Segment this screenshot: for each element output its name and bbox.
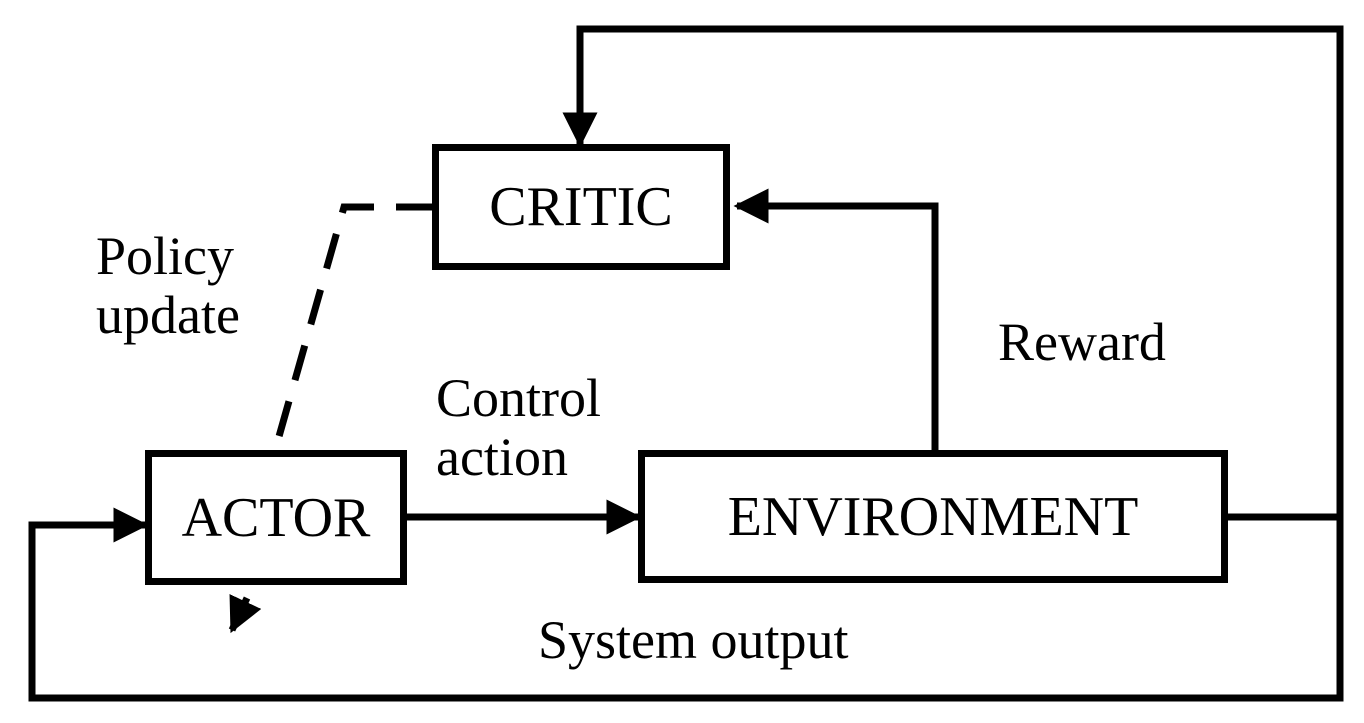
reward-text: Reward [998, 312, 1166, 372]
control-action-line-2: action [436, 427, 568, 488]
policy-update-label: Policy update [96, 226, 240, 346]
system-output-to-critic-arrow [562, 25, 1344, 521]
system-output-label: System output [538, 610, 849, 670]
environment-label: ENVIRONMENT [727, 485, 1139, 548]
actor-label: ACTOR [181, 486, 371, 549]
policy-update-dashed-line [274, 203, 432, 441]
reward-arrow [733, 188, 939, 452]
control-action-line-1: Control [436, 368, 602, 428]
critic-block: CRITIC [432, 144, 730, 270]
control-action-label: Control action [436, 368, 602, 488]
actor-block: ACTOR [145, 450, 407, 585]
system-output-text: System output [538, 610, 849, 670]
environment-block: ENVIRONMENT [638, 450, 1228, 583]
policy-update-line-2: update [96, 285, 240, 346]
policy-update-line-1: Policy [96, 226, 235, 286]
critic-label: CRITIC [489, 176, 673, 238]
reward-label: Reward [998, 312, 1166, 372]
policy-update-arrow [228, 594, 262, 634]
system-output-to-actor-arrow [28, 507, 1344, 702]
